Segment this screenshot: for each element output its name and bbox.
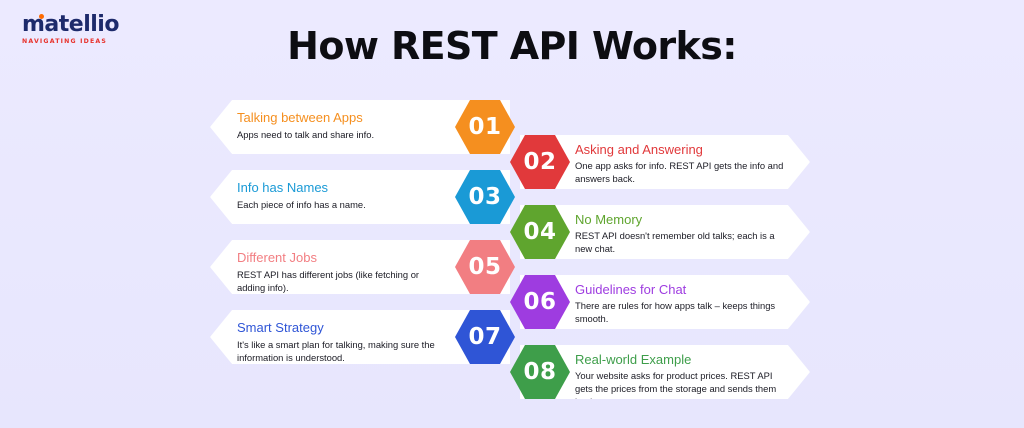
page-title: How REST API Works: <box>287 24 737 68</box>
step-number: 03 <box>468 184 502 210</box>
step-description: REST API has different jobs (like fetchi… <box>237 269 420 293</box>
logo-dot-icon <box>39 14 44 19</box>
step-number-hexagon-05: 05 <box>455 240 515 294</box>
step-description: Each piece of info has a name. <box>237 199 366 210</box>
step-title: Info has Names <box>237 180 329 195</box>
step-description: One app asks for info. REST API gets the… <box>575 160 784 184</box>
step-number: 02 <box>523 149 557 175</box>
step-number-hexagon-03: 03 <box>455 170 515 224</box>
step-title: Different Jobs <box>237 250 317 265</box>
step-description: Your website asks for product prices. RE… <box>575 370 777 407</box>
step-description: REST API doesn't remember old talks; eac… <box>575 230 775 254</box>
step-description: Apps need to talk and share info. <box>237 129 375 140</box>
step-title: Real-world Example <box>575 352 692 367</box>
step-title: Asking and Answering <box>575 142 703 157</box>
step-description: There are rules for how apps talk – keep… <box>575 300 776 324</box>
step-number-hexagon-04: 04 <box>510 205 570 259</box>
brand-logo: matellio NAVIGATING IDEAS <box>22 12 119 46</box>
step-number-hexagon-08: 08 <box>510 345 570 399</box>
step-number-hexagon-07: 07 <box>455 310 515 364</box>
step-number: 05 <box>468 254 502 280</box>
step-title: Guidelines for Chat <box>575 282 687 297</box>
brand-tagline: NAVIGATING IDEAS <box>22 38 108 45</box>
step-number-hexagon-06: 06 <box>510 275 570 329</box>
step-number-hexagon-02: 02 <box>510 135 570 189</box>
brand-name: matellio <box>22 12 119 37</box>
step-number: 04 <box>523 219 557 245</box>
step-number: 06 <box>523 289 557 315</box>
step-title: Talking between Apps <box>237 110 363 125</box>
step-number-hexagon-01: 01 <box>455 100 515 154</box>
step-title: Smart Strategy <box>237 320 324 335</box>
step-description: It's like a smart plan for talking, maki… <box>237 339 435 363</box>
step-title: No Memory <box>575 212 643 227</box>
step-number: 01 <box>468 114 502 140</box>
step-number: 07 <box>468 324 502 350</box>
step-number: 08 <box>523 359 557 385</box>
